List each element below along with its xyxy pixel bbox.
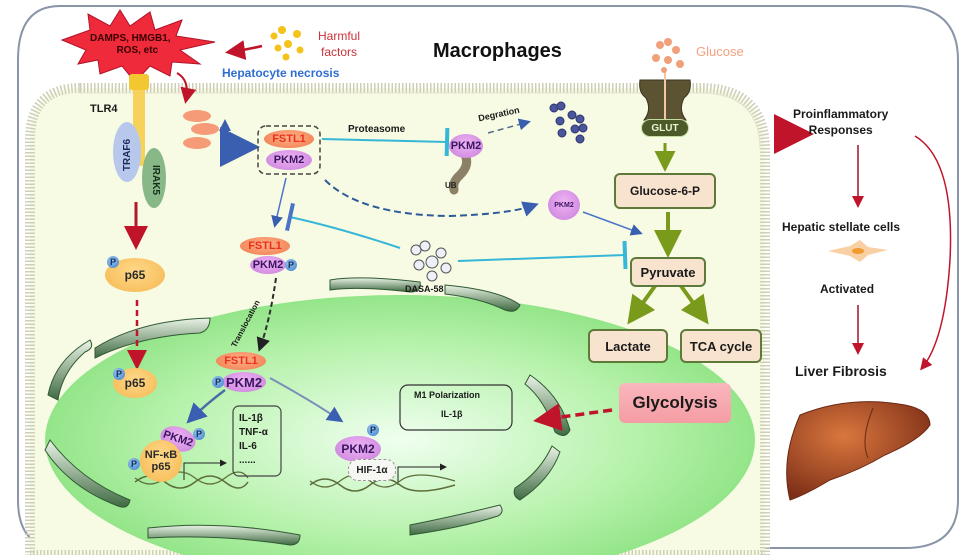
pkm2-to-pyruvate-arrow <box>582 211 643 236</box>
cytoplasm-p65-phospho: P <box>107 256 119 268</box>
proteasome-inhibit-line <box>321 127 450 157</box>
damps-label: DAMPS, HMGB1, ROS, etc <box>90 34 171 56</box>
nucleus-pkm2: PKM2 <box>222 372 266 392</box>
ub-label: UB <box>445 181 457 190</box>
damps-line-1: DAMPS, HMGB1, <box>90 33 171 44</box>
tca-cycle-box: TCA cycle <box>680 329 762 363</box>
cytokine-il6: IL-6 <box>239 441 257 452</box>
liver-fibrosis-label: Liver Fibrosis <box>795 363 887 379</box>
m1-polarization-label: M1 Polarization <box>414 390 481 400</box>
degraded-fragments <box>549 101 588 144</box>
proinflammatory-line-2: Responses <box>808 123 873 137</box>
translocation-arrow <box>256 277 277 352</box>
proinflammatory-line-1: Proinflammatory <box>793 107 889 121</box>
hif-pkm2-phospho: P <box>367 424 379 436</box>
nucleus-pkm2-phospho: P <box>212 376 224 388</box>
proinflammatory-label: Proinflammatory Responses <box>793 108 888 136</box>
pkm2-ubiquitinated: PKM2 <box>449 134 483 158</box>
m1-il1b-label: IL-1β <box>441 409 463 419</box>
hif-pkm2: PKM2 <box>335 436 381 462</box>
harmful-factor-dots <box>270 26 304 61</box>
dasa-molecule <box>410 240 452 282</box>
nucleus-fstl1: FSTL1 <box>216 352 266 370</box>
harmful-line-1: Harmful <box>318 29 361 43</box>
nucleus-p65-phospho: P <box>113 368 125 380</box>
glucose-dots <box>652 38 684 73</box>
nfkb-p65-label: p65 <box>151 461 171 473</box>
phospho-complex-fstl1: FSTL1 <box>240 237 290 255</box>
pyruvate-to-lactate-arrow <box>627 284 657 325</box>
proinflammatory-to-fibrosis-curve <box>914 135 952 371</box>
glycolysis-to-m1-arrow <box>533 403 613 431</box>
hif-transcription-arrow <box>397 463 447 485</box>
stellate-cell-icon <box>828 240 888 262</box>
fstl1-pkm2-complex-box <box>257 125 321 175</box>
dasa-inhibit-phospho-line <box>285 202 401 249</box>
complex-to-pkm2-dashed-arrow <box>324 179 539 218</box>
nuclear-pores <box>44 277 571 546</box>
phospho-complex-pkm2: PKM2 <box>250 256 286 274</box>
cytokine-il1b: IL-1β <box>239 413 263 424</box>
cytokine-tnfa: TNF-α <box>239 427 268 438</box>
harmful-line-2: factors <box>321 45 358 59</box>
nfkb-p65-complex: NF-κB p65 <box>140 440 182 482</box>
hepatocyte-necrosis-label: Hepatocyte necrosis <box>222 66 340 80</box>
nfkb-transcription-arrow <box>183 459 227 480</box>
proteasome-label: Proteasome <box>348 124 406 135</box>
glucose6p-box: Glucose-6-P <box>614 173 716 209</box>
dasa-label: DASA-58 <box>405 284 444 294</box>
pyruvate-box: Pyruvate <box>630 257 706 287</box>
traf6-label: TRAF6 <box>122 138 134 172</box>
cytokine-more: ...... <box>239 455 256 466</box>
harmful-factors-label: Harmful factors <box>318 30 360 58</box>
traf6-protein <box>113 122 141 182</box>
nfkb-phospho: P <box>128 458 140 470</box>
nfkb-label: NF-κB <box>144 449 178 461</box>
pyruvate-to-tca-arrow <box>679 284 709 325</box>
complex-to-phospho-arrow <box>271 177 287 228</box>
complex-fstl1: FSTL1 <box>264 130 314 148</box>
damps-burst <box>60 9 216 83</box>
damps-line-2: ROS, etc <box>116 45 159 56</box>
glycolysis-badge: Glycolysis <box>619 383 731 423</box>
liver-image <box>786 401 931 501</box>
glut-label: GLUT <box>641 119 689 137</box>
dasa-inhibit-pyruvate-line <box>457 240 628 270</box>
activated-label: Activated <box>820 282 875 296</box>
irak5-protein <box>142 148 166 208</box>
fstl1-stack <box>183 110 219 149</box>
nfkb-pkm2-phospho: P <box>193 428 205 440</box>
complex-pkm2: PKM2 <box>266 150 312 170</box>
damps-to-membrane-arrow <box>176 72 197 104</box>
lactate-box: Lactate <box>588 329 668 363</box>
m1-polarization-box <box>399 384 513 431</box>
tlr4-label: TLR4 <box>90 103 118 115</box>
hif-1a-protein: HIF-1α <box>348 459 396 481</box>
hsc-label: Hepatic stellate cells <box>782 220 901 234</box>
pkm2-to-hif-arrow <box>269 377 344 423</box>
ubiquitin-chain <box>449 150 472 195</box>
phospho-badge: P <box>285 259 297 271</box>
cytokine-list: IL-1β TNF-α IL-6 ...... <box>239 412 268 468</box>
harmful-to-damps-arrow <box>225 40 263 60</box>
degradation-arrow <box>487 118 531 134</box>
macrophages-title: Macrophages <box>433 40 562 62</box>
dna-strand-hif <box>309 478 456 492</box>
cytokine-box <box>232 405 282 477</box>
pkm2-tetramer: PKM2 <box>548 190 580 220</box>
glucose-label: Glucose <box>696 44 744 59</box>
irak5-label: IRAK5 <box>150 164 162 196</box>
pkm2-to-nfkb-arrow <box>186 389 226 424</box>
